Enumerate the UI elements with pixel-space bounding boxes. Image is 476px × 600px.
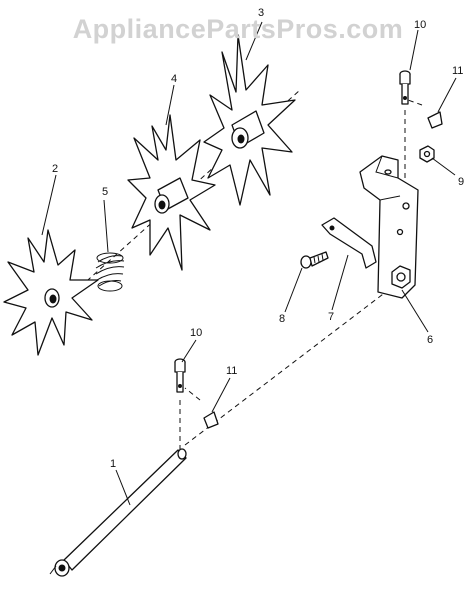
callout-part-11-upper: 11	[452, 65, 464, 77]
callout-part-4: 4	[171, 73, 178, 85]
bracket-plate-part-6	[359, 155, 419, 299]
callout-part-6: 6	[427, 334, 434, 346]
leader-lines	[41, 21, 457, 506]
callout-part-10-lower: 10	[190, 327, 203, 339]
callout-part-8: 8	[279, 313, 286, 325]
clevis-pin-part-10-lower	[174, 358, 186, 393]
small-bracket-part-7	[321, 217, 377, 269]
callout-part-10-upper: 10	[414, 19, 427, 31]
tine-part-4	[127, 114, 216, 271]
callout-part-9: 9	[458, 176, 465, 188]
hairpin-clip-part-11-lower	[184, 387, 219, 429]
hairpin-clip-part-11-upper	[407, 99, 443, 129]
callout-part-2: 2	[52, 163, 59, 175]
callout-part-5: 5	[102, 186, 109, 198]
callout-part-1: 1	[110, 458, 117, 470]
callout-part-3: 3	[258, 7, 265, 19]
callout-part-11-lower: 11	[226, 365, 238, 377]
watermark-logo-text: AppliancePartsPros.com	[72, 14, 404, 44]
nut-part-9	[419, 145, 435, 163]
spring-part-5	[95, 252, 125, 292]
shaft-part-1	[49, 448, 187, 577]
tine-part-3	[203, 34, 296, 206]
tine-part-2	[3, 229, 99, 356]
shaft-alignment-line	[184, 284, 396, 446]
clevis-pin-part-10-upper	[399, 70, 411, 105]
callout-part-7: 7	[328, 311, 335, 323]
bolt-part-8	[300, 251, 329, 269]
